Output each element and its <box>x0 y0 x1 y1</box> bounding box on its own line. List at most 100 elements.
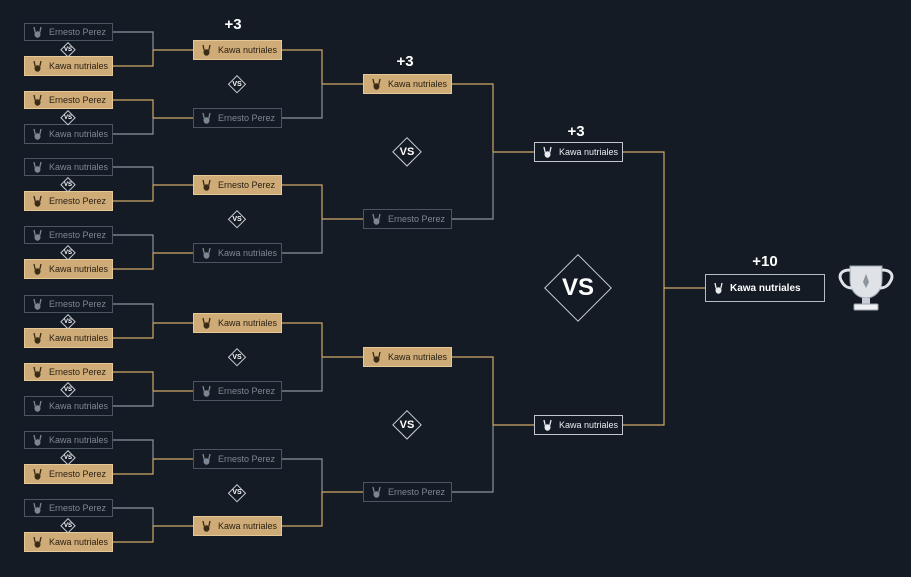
r1-match-1-bottom[interactable]: Kawa nutriales <box>24 56 113 76</box>
bracket-connector <box>113 459 154 475</box>
r1-match-6-top[interactable]: Ernesto Perez <box>24 363 113 381</box>
r3-slot-3[interactable]: Kawa nutriales <box>363 347 452 367</box>
r1-match-4-bottom[interactable]: Kawa nutriales <box>24 259 113 279</box>
team-name: Kawa nutriales <box>49 435 109 445</box>
bracket-connector <box>113 50 154 67</box>
bracket-connector <box>452 152 494 220</box>
bracket-connector <box>452 425 494 493</box>
team-logo-icon <box>199 179 213 192</box>
bracket-connector <box>113 234 154 253</box>
bracket-connector <box>282 492 323 527</box>
bracket-connector <box>113 166 154 185</box>
r4-slot-1[interactable]: Kawa nutriales <box>534 142 623 162</box>
vs-badge-r1-3: VS <box>60 177 76 193</box>
r1-match-5-bottom[interactable]: Kawa nutriales <box>24 328 113 348</box>
bracket-connector <box>113 371 154 391</box>
r1-match-6-bottom[interactable]: Kawa nutriales <box>24 396 113 416</box>
r1-match-7-bottom[interactable]: Ernesto Perez <box>24 464 113 484</box>
r2-slot-6[interactable]: Ernesto Perez <box>193 381 282 401</box>
team-name: Kawa nutriales <box>49 333 109 343</box>
team-name: Kawa nutriales <box>388 79 448 89</box>
vs-label: VS <box>63 523 72 529</box>
vs-badge-r1-5: VS <box>60 314 76 330</box>
vs-label: VS <box>561 274 594 301</box>
r1-match-2-bottom[interactable]: Kawa nutriales <box>24 124 113 144</box>
r1-match-7-top[interactable]: Kawa nutriales <box>24 431 113 449</box>
team-logo-icon <box>30 502 44 515</box>
team-name: Ernesto Perez <box>49 196 107 206</box>
r2-slot-2[interactable]: Ernesto Perez <box>193 108 282 128</box>
team-name: Kawa nutriales <box>49 162 109 172</box>
team-name: Kawa nutriales <box>559 420 619 430</box>
team-logo-icon <box>199 247 213 260</box>
team-name: Kawa nutriales <box>730 282 801 294</box>
team-logo-icon <box>540 419 554 432</box>
r1-match-1-top[interactable]: Ernesto Perez <box>24 23 113 41</box>
team-name: Ernesto Perez <box>49 367 107 377</box>
r1-match-2-top[interactable]: Ernesto Perez <box>24 91 113 109</box>
r1-match-5-top[interactable]: Ernesto Perez <box>24 295 113 313</box>
team-name: Ernesto Perez <box>388 214 446 224</box>
r4-slot-2[interactable]: Kawa nutriales <box>534 415 623 435</box>
team-logo-icon <box>369 78 383 91</box>
vs-label: VS <box>399 419 415 431</box>
team-logo-icon <box>30 468 44 481</box>
r2-slot-5[interactable]: Kawa nutriales <box>193 313 282 333</box>
team-name: Kawa nutriales <box>49 61 109 71</box>
r2-slot-7[interactable]: Ernesto Perez <box>193 449 282 469</box>
bracket-connector <box>282 184 323 219</box>
r2-slot-8[interactable]: Kawa nutriales <box>193 516 282 536</box>
r1-match-8-bottom[interactable]: Kawa nutriales <box>24 532 113 552</box>
bracket-connector <box>113 99 154 118</box>
vs-badge-r1-6: VS <box>60 382 76 398</box>
r3-slot-2[interactable]: Ernesto Perez <box>363 209 452 229</box>
team-name: Ernesto Perez <box>388 487 446 497</box>
r3-slot-1[interactable]: Kawa nutriales <box>363 74 452 94</box>
trophy-icon <box>834 262 898 319</box>
team-logo-icon <box>369 351 383 364</box>
r1-match-3-bottom[interactable]: Ernesto Perez <box>24 191 113 211</box>
vs-badge-r2-3: VS <box>228 348 246 366</box>
bracket-connector <box>113 507 154 526</box>
team-logo-icon <box>30 229 44 242</box>
bracket-connector <box>113 391 154 407</box>
vs-badge-r1-2: VS <box>60 110 76 126</box>
bracket-connector <box>282 84 323 119</box>
vs-badge-r2-2: VS <box>228 210 246 228</box>
team-logo-icon <box>30 60 44 73</box>
team-logo-icon <box>711 282 725 295</box>
team-name: Kawa nutriales <box>49 264 109 274</box>
r2-slot-3[interactable]: Ernesto Perez <box>193 175 282 195</box>
bracket-connector <box>113 185 154 202</box>
r1-match-8-top[interactable]: Ernesto Perez <box>24 499 113 517</box>
bracket-connector <box>452 83 494 152</box>
vs-badge-r1-7: VS <box>60 450 76 466</box>
bracket-connector <box>452 356 494 425</box>
r2-slot-4[interactable]: Kawa nutriales <box>193 243 282 263</box>
r1-match-4-top[interactable]: Ernesto Perez <box>24 226 113 244</box>
team-logo-icon <box>30 434 44 447</box>
team-name: Ernesto Perez <box>218 113 276 123</box>
vs-badge-r1-4: VS <box>60 245 76 261</box>
team-logo-icon <box>199 453 213 466</box>
team-name: Ernesto Perez <box>218 386 276 396</box>
points-label: +3 <box>224 16 242 33</box>
team-name: Ernesto Perez <box>49 95 107 105</box>
team-name: Ernesto Perez <box>218 454 276 464</box>
r2-slot-1[interactable]: Kawa nutriales <box>193 40 282 60</box>
team-name: Ernesto Perez <box>49 503 107 513</box>
team-name: Kawa nutriales <box>559 147 619 157</box>
vs-label: VS <box>63 47 72 53</box>
r3-slot-4[interactable]: Ernesto Perez <box>363 482 452 502</box>
vs-badge-r1-1: VS <box>60 42 76 58</box>
bracket-connector <box>113 118 154 135</box>
points-label: +3 <box>567 123 585 140</box>
vs-label: VS <box>63 250 72 256</box>
team-name: Kawa nutriales <box>388 352 448 362</box>
vs-badge-r3-2: VS <box>392 410 422 440</box>
bracket-connector <box>282 357 323 392</box>
champion-slot[interactable]: Kawa nutriales <box>705 274 825 302</box>
team-logo-icon <box>30 195 44 208</box>
r1-match-3-top[interactable]: Kawa nutriales <box>24 158 113 176</box>
